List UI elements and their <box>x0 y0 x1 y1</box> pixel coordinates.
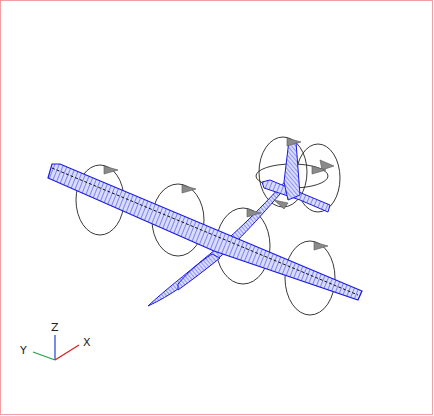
vertical-tail <box>284 140 300 200</box>
axis-label: X <box>83 337 91 348</box>
axis-label: Y <box>20 345 27 356</box>
main-wing <box>48 164 362 300</box>
rotation-arrows <box>104 138 334 250</box>
axis-label: Z <box>51 322 59 333</box>
axis-triad <box>33 335 79 360</box>
